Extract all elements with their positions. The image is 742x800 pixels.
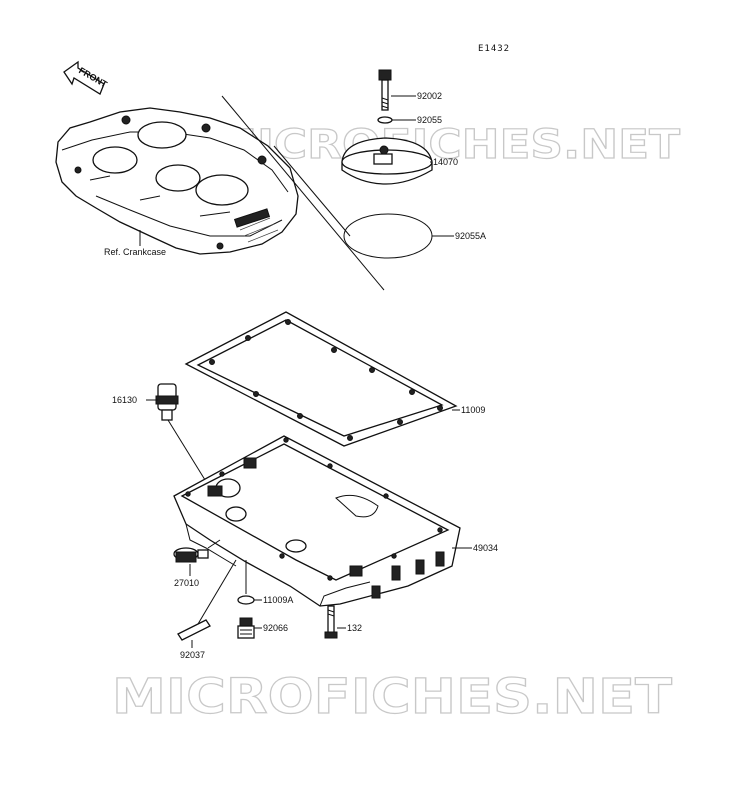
drain-plug-92066 bbox=[237, 617, 255, 639]
part-label-16130: 16130 bbox=[112, 395, 137, 405]
part-label-132: 132 bbox=[347, 623, 362, 633]
part-label-92002: 92002 bbox=[417, 91, 442, 101]
part-label-92037: 92037 bbox=[180, 650, 205, 660]
front-arrow-icon: FRONT bbox=[63, 60, 109, 95]
part-label-14070: 14070 bbox=[433, 157, 458, 167]
breather-cover-14070 bbox=[341, 137, 433, 185]
diagram-code: E1432 bbox=[478, 44, 510, 54]
part-label-92055: 92055 bbox=[417, 115, 442, 125]
part-label-11009: 11009 bbox=[461, 405, 485, 415]
gasket-11009a bbox=[237, 595, 255, 605]
clamp-92037 bbox=[177, 619, 211, 641]
oil-pressure-switch-16130 bbox=[155, 383, 179, 421]
o-ring-92055a bbox=[343, 213, 433, 259]
part-label-92055a: 92055A bbox=[455, 231, 486, 241]
part-label-11009a: 11009A bbox=[263, 595, 293, 605]
bolt-132 bbox=[324, 605, 338, 639]
bolt-92002 bbox=[378, 69, 392, 111]
part-label-49034: 49034 bbox=[473, 543, 498, 553]
crankcase-drawing bbox=[55, 107, 299, 255]
neutral-switch-27010 bbox=[173, 547, 209, 563]
watermark-bottom: MICROFICHES.NET bbox=[112, 669, 672, 725]
oil-pan-49034 bbox=[173, 435, 461, 607]
watermark-top: MICROFICHES.NET bbox=[212, 122, 681, 168]
gasket-11009 bbox=[184, 311, 458, 447]
ref-crankcase-label: Ref. Crankcase bbox=[104, 247, 166, 257]
part-label-92066: 92066 bbox=[263, 623, 288, 633]
part-label-27010: 27010 bbox=[174, 578, 199, 588]
o-ring-92055 bbox=[377, 116, 393, 124]
